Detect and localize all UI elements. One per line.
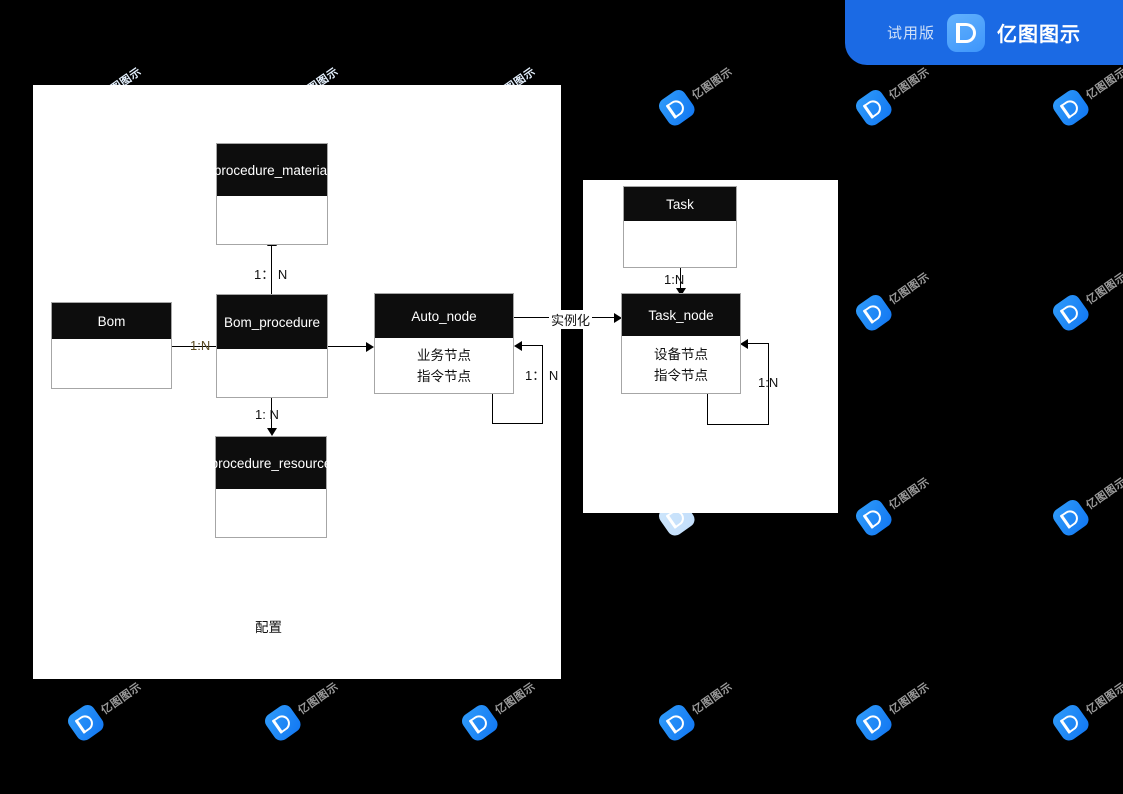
arrowhead-right-task-node bbox=[614, 313, 622, 323]
edrawmax-watermark-icon bbox=[261, 701, 304, 744]
edrawmax-watermark-icon bbox=[458, 701, 501, 744]
watermark-tile: 亿图图示 bbox=[850, 652, 963, 748]
edrawmax-watermark-icon bbox=[1049, 86, 1092, 129]
entity-procedure-material-title: procedure_material bbox=[214, 144, 330, 196]
trial-label: 试用版 bbox=[886, 25, 935, 42]
watermark-tile: 亿图图示 bbox=[1047, 447, 1123, 543]
edge-task-node-self-up bbox=[768, 343, 769, 425]
watermark-tile: 亿图图示 bbox=[1047, 652, 1123, 748]
edge-bom-to-bom-procedure bbox=[172, 346, 216, 347]
watermark-text: 亿图图示 bbox=[493, 680, 538, 718]
edge-label-bom-procedure-resource: 1: N bbox=[255, 407, 279, 422]
entity-auto-node[interactable]: Auto_node 业务节点 指令节点 bbox=[374, 293, 514, 394]
entity-task-node-title: Task_node bbox=[622, 294, 740, 336]
entity-task-node-body: 设备节点 指令节点 bbox=[622, 336, 740, 393]
arrowhead-right-auto-node bbox=[366, 342, 374, 352]
watermark-tile: 亿图图示 bbox=[653, 652, 766, 748]
panel-note-configuration: 配置 bbox=[255, 620, 282, 635]
entity-auto-node-line-1: 业务节点 bbox=[417, 347, 471, 363]
watermark-text: 亿图图示 bbox=[99, 680, 144, 718]
entity-auto-node-title: Auto_node bbox=[375, 294, 513, 338]
edge-label-auto-node-self: 1： N bbox=[525, 368, 559, 383]
watermark-text: 亿图图示 bbox=[1084, 475, 1123, 513]
edrawmax-watermark-icon bbox=[655, 701, 698, 744]
edge-label-bom-procedure-material: 1： N bbox=[254, 267, 288, 282]
edge-auto-node-self-bottom bbox=[492, 423, 543, 424]
edge-task-to-task-node bbox=[680, 268, 681, 291]
edrawmax-watermark-icon bbox=[655, 86, 698, 129]
entity-task-node-line-1: 设备节点 bbox=[654, 346, 708, 362]
entity-auto-node-body: 业务节点 指令节点 bbox=[375, 338, 513, 393]
edge-label-task-task-node: 1:N bbox=[664, 272, 685, 287]
edrawmax-watermark-icon bbox=[852, 291, 895, 334]
entity-bom-title: Bom bbox=[52, 303, 171, 339]
edrawmax-watermark-icon bbox=[852, 86, 895, 129]
edge-auto-node-self-down bbox=[492, 394, 493, 424]
brand-name: 亿图图示 bbox=[997, 24, 1081, 46]
entity-bom-body bbox=[52, 339, 171, 388]
entity-task[interactable]: Task bbox=[623, 186, 737, 268]
watermark-tile: 亿图图示 bbox=[653, 37, 766, 133]
edge-auto-node-self-up bbox=[542, 345, 543, 424]
watermark-text: 亿图图示 bbox=[1084, 270, 1123, 308]
entity-procedure-resource-title: procedure_resource bbox=[211, 437, 331, 489]
watermark-text: 亿图图示 bbox=[690, 65, 735, 103]
edge-bom-procedure-to-procedure-material bbox=[271, 245, 272, 296]
edrawmax-watermark-icon bbox=[852, 701, 895, 744]
edrawmax-watermark-icon bbox=[64, 701, 107, 744]
entity-bom-procedure-title: Bom_procedure bbox=[217, 295, 327, 349]
entity-procedure-resource[interactable]: procedure_resource bbox=[211, 436, 331, 538]
entity-bom[interactable]: Bom bbox=[51, 302, 172, 389]
edge-task-node-self-in bbox=[748, 343, 769, 344]
arrowhead-left-auto-node-self bbox=[514, 341, 522, 351]
entity-procedure-material-body bbox=[217, 196, 327, 244]
entity-auto-node-line-2: 指令节点 bbox=[417, 368, 471, 384]
edge-task-node-self-bottom bbox=[707, 424, 769, 425]
entity-task-node[interactable]: Task_node 设备节点 指令节点 bbox=[621, 293, 741, 394]
arrowhead-left-task-node-self bbox=[740, 339, 748, 349]
entity-task-title: Task bbox=[624, 187, 736, 221]
watermark-text: 亿图图示 bbox=[887, 270, 932, 308]
entity-task-node-line-2: 指令节点 bbox=[654, 367, 708, 383]
edrawmax-watermark-icon bbox=[1049, 496, 1092, 539]
watermark-text: 亿图图示 bbox=[690, 680, 735, 718]
edge-auto-node-self-in bbox=[521, 345, 543, 346]
watermark-tile: 亿图图示 bbox=[850, 447, 963, 543]
watermark-text: 亿图图示 bbox=[296, 680, 341, 718]
watermark-text: 亿图图示 bbox=[887, 680, 932, 718]
edrawmax-watermark-icon bbox=[852, 496, 895, 539]
edge-bom-procedure-to-auto-node bbox=[328, 346, 370, 347]
edrawmax-logo-icon bbox=[947, 13, 985, 52]
entity-bom-procedure[interactable]: Bom_procedure bbox=[216, 294, 328, 398]
edrawmax-watermark-icon bbox=[1049, 701, 1092, 744]
watermark-text: 亿图图示 bbox=[887, 65, 932, 103]
watermark-tile: 亿图图示 bbox=[1047, 242, 1123, 338]
edge-label-task-node-self: 1:N bbox=[758, 375, 779, 390]
edge-label-bom-bom-procedure: 1:N bbox=[190, 338, 211, 353]
entity-procedure-resource-body bbox=[216, 489, 326, 537]
edrawmax-watermark-icon bbox=[1049, 291, 1092, 334]
watermark-tile: 亿图图示 bbox=[850, 242, 963, 338]
watermark-text: 亿图图示 bbox=[1084, 680, 1123, 718]
edge-label-instantiate: 实例化 bbox=[549, 310, 593, 329]
edge-bom-procedure-to-procedure-resource bbox=[271, 398, 272, 432]
entity-task-body bbox=[624, 221, 736, 267]
edge-task-node-self-down bbox=[707, 393, 708, 425]
arrowhead-down-procedure-resource bbox=[267, 428, 277, 436]
watermark-text: 亿图图示 bbox=[887, 475, 932, 513]
entity-bom-procedure-body bbox=[217, 349, 327, 397]
trial-badge[interactable]: 试用版 亿图图示 bbox=[845, 0, 1123, 65]
watermark-text: 亿图图示 bbox=[1084, 65, 1123, 103]
entity-procedure-material[interactable]: procedure_material bbox=[214, 143, 330, 245]
